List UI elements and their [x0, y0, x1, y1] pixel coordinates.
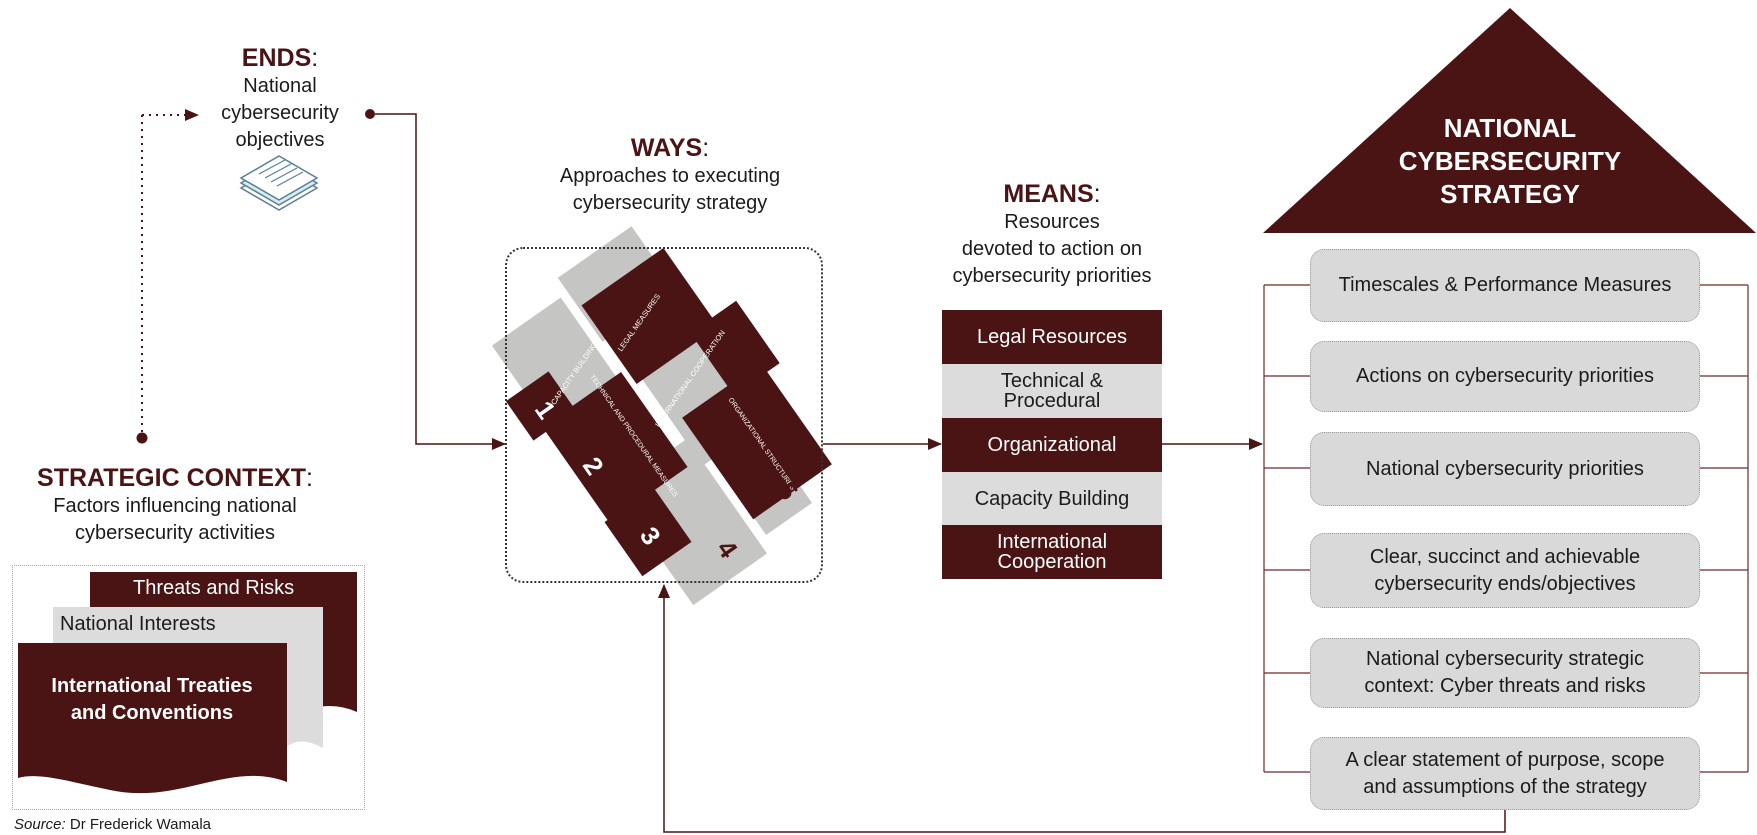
ways-desc-line-2: cybersecurity strategy: [572, 192, 768, 214]
ways-tile-group: LEGAL MEASURES CAPACITY BUILDING INTERNA…: [491, 226, 832, 606]
pillar-priorities-text: National cybersecurity priorities: [1366, 457, 1644, 480]
means-technical-line-2: Procedural: [1003, 390, 1101, 412]
pillar-strategic-context: National cybersecurity strategic context…: [1310, 638, 1700, 708]
context-documents: [18, 572, 357, 794]
means-desc-line-2: devoted to action on: [961, 238, 1143, 260]
doc-threats-label: Threats and Risks: [133, 577, 295, 599]
source-label: Source:: [14, 816, 66, 833]
tile-3: [604, 487, 692, 577]
context-frame: [12, 565, 365, 810]
pillar-ends-line-1: Clear, succinct and achievable: [1369, 545, 1641, 568]
doc-treaties-line-2: and Conventions: [70, 702, 234, 724]
documents-icon: [239, 155, 319, 211]
means-international-line-1: International: [996, 531, 1108, 553]
ways-dotted-frame: [505, 247, 823, 583]
ways-colon: :: [702, 134, 710, 162]
source-author: Dr Frederick Wamala: [69, 816, 212, 833]
strategy-title-line-2: CYBERSECURITY: [1398, 146, 1622, 176]
strategy-roof: [1263, 8, 1756, 233]
ways-keyword: WAYS: [630, 134, 703, 162]
strategy-title: NATIONAL CYBERSECURITY STRATEGY: [1355, 112, 1665, 211]
means-desc-line-1: Resources: [1004, 211, 1100, 233]
source-credit: Source: Dr Frederick Wamala: [14, 816, 211, 833]
pillar-timescales-text: Timescales & Performance Measures: [1338, 274, 1672, 296]
means-organizational: Organizational: [942, 418, 1162, 472]
pillar-context-line-2: context: Cyber threats and risks: [1364, 675, 1646, 697]
means-keyword: MEANS: [1003, 180, 1094, 208]
pillar-purpose-line-1: A clear statement of purpose, scope: [1345, 748, 1665, 771]
tile-legal-measures: [581, 248, 719, 384]
doc-treaties-line-1: International Treaties: [51, 675, 253, 697]
doc-international-treaties: [18, 643, 287, 794]
ends-desc-line-2: cybersecurity: [221, 102, 339, 124]
context-desc-line-2: cybersecurity activities: [74, 522, 276, 544]
strategy-title-line-1: NATIONAL: [1443, 113, 1577, 143]
pillar-context-line-1: National cybersecurity strategic: [1366, 648, 1644, 670]
means-technical-procedural: Technical & Procedural: [942, 364, 1162, 418]
means-desc-line-3: cybersecurity priorities: [952, 265, 1152, 287]
means-international-cooperation: International Cooperation: [942, 525, 1162, 579]
tile-1: [505, 371, 577, 441]
means-legal-resources: Legal Resources: [942, 310, 1162, 364]
means-label: MEANS: Resources devoted to action on cy…: [922, 180, 1182, 290]
means-international-line-2: Cooperation: [997, 551, 1107, 573]
ends-to-ways-connector: [365, 109, 506, 450]
strategy-title-line-3: STRATEGY: [1440, 179, 1580, 209]
pillar-ends-objectives: Clear, succinct and achievable cybersecu…: [1310, 533, 1700, 608]
means-technical-line-1: Technical &: [1000, 370, 1104, 392]
tile-organizational-structures: [682, 362, 832, 520]
ends-label: ENDS: National cybersecurity objectives: [205, 44, 355, 154]
ways-label: WAYS: Approaches to executing cybersecur…: [520, 134, 820, 217]
context-keyword: STRATEGIC CONTEXT: [37, 464, 307, 492]
pillar-purpose-line-2: and assumptions of the strategy: [1363, 775, 1647, 798]
pillar-actions: Actions on cybersecurity priorities: [1310, 341, 1700, 412]
means-capacity-building: Capacity Building: [942, 472, 1162, 525]
pillar-ends-line-2: cybersecurity ends/objectives: [1374, 572, 1636, 595]
context-label: STRATEGIC CONTEXT: Factors influencing n…: [10, 464, 340, 547]
pillar-timescales: Timescales & Performance Measures: [1310, 249, 1700, 322]
ends-colon: :: [311, 44, 319, 72]
context-desc-line-1: Factors influencing national: [53, 495, 297, 517]
feedback-connector: [658, 584, 1506, 833]
means-organizational-text: Organizational: [987, 434, 1117, 456]
ends-desc-line-1: National: [243, 75, 317, 97]
doc-national-interests-label: National Interests: [60, 613, 216, 635]
pillar-actions-text: Actions on cybersecurity priorities: [1356, 365, 1654, 387]
pillar-priorities: National cybersecurity priorities: [1310, 432, 1700, 506]
strategy-bracket: [1263, 284, 1749, 773]
means-colon: :: [1093, 180, 1101, 208]
pillar-statement-purpose: A clear statement of purpose, scope and …: [1310, 737, 1700, 810]
ends-keyword: ENDS: [241, 44, 312, 72]
tile-technical-procedural: [542, 371, 688, 523]
means-capacity-building-text: Capacity Building: [974, 487, 1130, 510]
context-colon: :: [306, 464, 313, 492]
doc-treaties-label: International Treaties and Conventions: [22, 673, 282, 727]
context-to-ends-connector: [136, 109, 199, 444]
ends-desc-line-3: objectives: [235, 129, 325, 151]
ways-desc-line-1: Approaches to executing: [559, 165, 781, 187]
means-legal-resources-text: Legal Resources: [976, 326, 1128, 348]
